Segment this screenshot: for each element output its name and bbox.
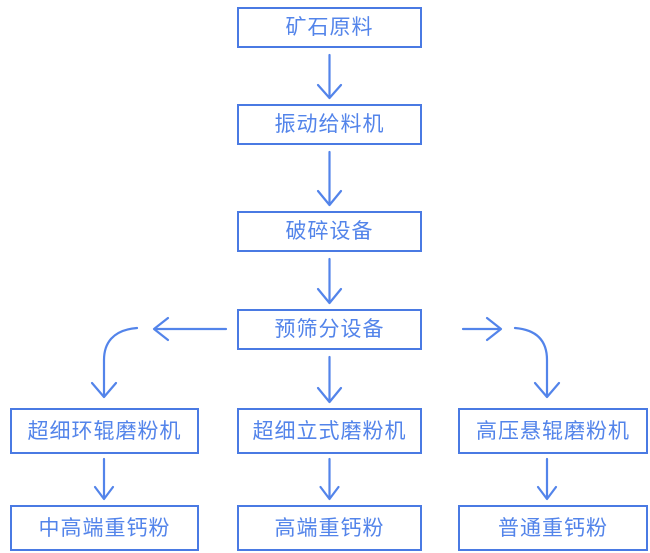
node-crushing-equipment[interactable]: 破碎设备 (237, 211, 422, 252)
node-label: 破碎设备 (285, 220, 374, 243)
node-label: 振动给料机 (274, 113, 385, 136)
node-label: 高压悬辊磨粉机 (476, 419, 630, 443)
connector-mill-left-to-product (93, 457, 115, 501)
connector-mill-center-to-product (319, 457, 340, 501)
connector-prescreen-to-right (461, 316, 503, 342)
node-label: 预筛分设备 (274, 318, 385, 341)
node-label: 矿石原料 (285, 16, 374, 39)
node-ultrafine-vertical-mill[interactable]: 超细立式磨粉机 (237, 408, 422, 454)
connector-crusher-to-prescreen (316, 257, 343, 305)
node-label: 超细立式磨粉机 (252, 419, 407, 443)
node-product-mid-high-grade-gcc[interactable]: 中高端重钙粉 (10, 505, 199, 551)
node-label: 超细环辊磨粉机 (27, 419, 182, 443)
node-label: 高端重钙粉 (274, 516, 385, 540)
connector-curve-down-left (90, 326, 139, 399)
node-high-pressure-suspension-roller-mill[interactable]: 高压悬辊磨粉机 (458, 408, 648, 454)
node-ultrafine-ring-roller-mill[interactable]: 超细环辊磨粉机 (10, 408, 199, 454)
node-product-ordinary-gcc[interactable]: 普通重钙粉 (458, 505, 648, 551)
connector-prescreen-to-left (152, 316, 228, 342)
connector-prescreen-to-center (316, 355, 343, 404)
connector-ore-to-feeder (316, 53, 343, 100)
connector-feeder-to-crusher (316, 150, 343, 207)
node-vibrating-feeder[interactable]: 振动给料机 (237, 104, 422, 145)
node-label: 普通重钙粉 (498, 516, 608, 540)
node-ore-raw-material[interactable]: 矿石原料 (237, 7, 422, 48)
connector-mill-right-to-product (536, 457, 558, 501)
node-label: 中高端重钙粉 (38, 516, 171, 540)
node-product-high-grade-gcc[interactable]: 高端重钙粉 (237, 505, 422, 551)
connector-curve-down-right (513, 326, 561, 399)
node-pre-screening-equipment[interactable]: 预筛分设备 (237, 309, 422, 350)
